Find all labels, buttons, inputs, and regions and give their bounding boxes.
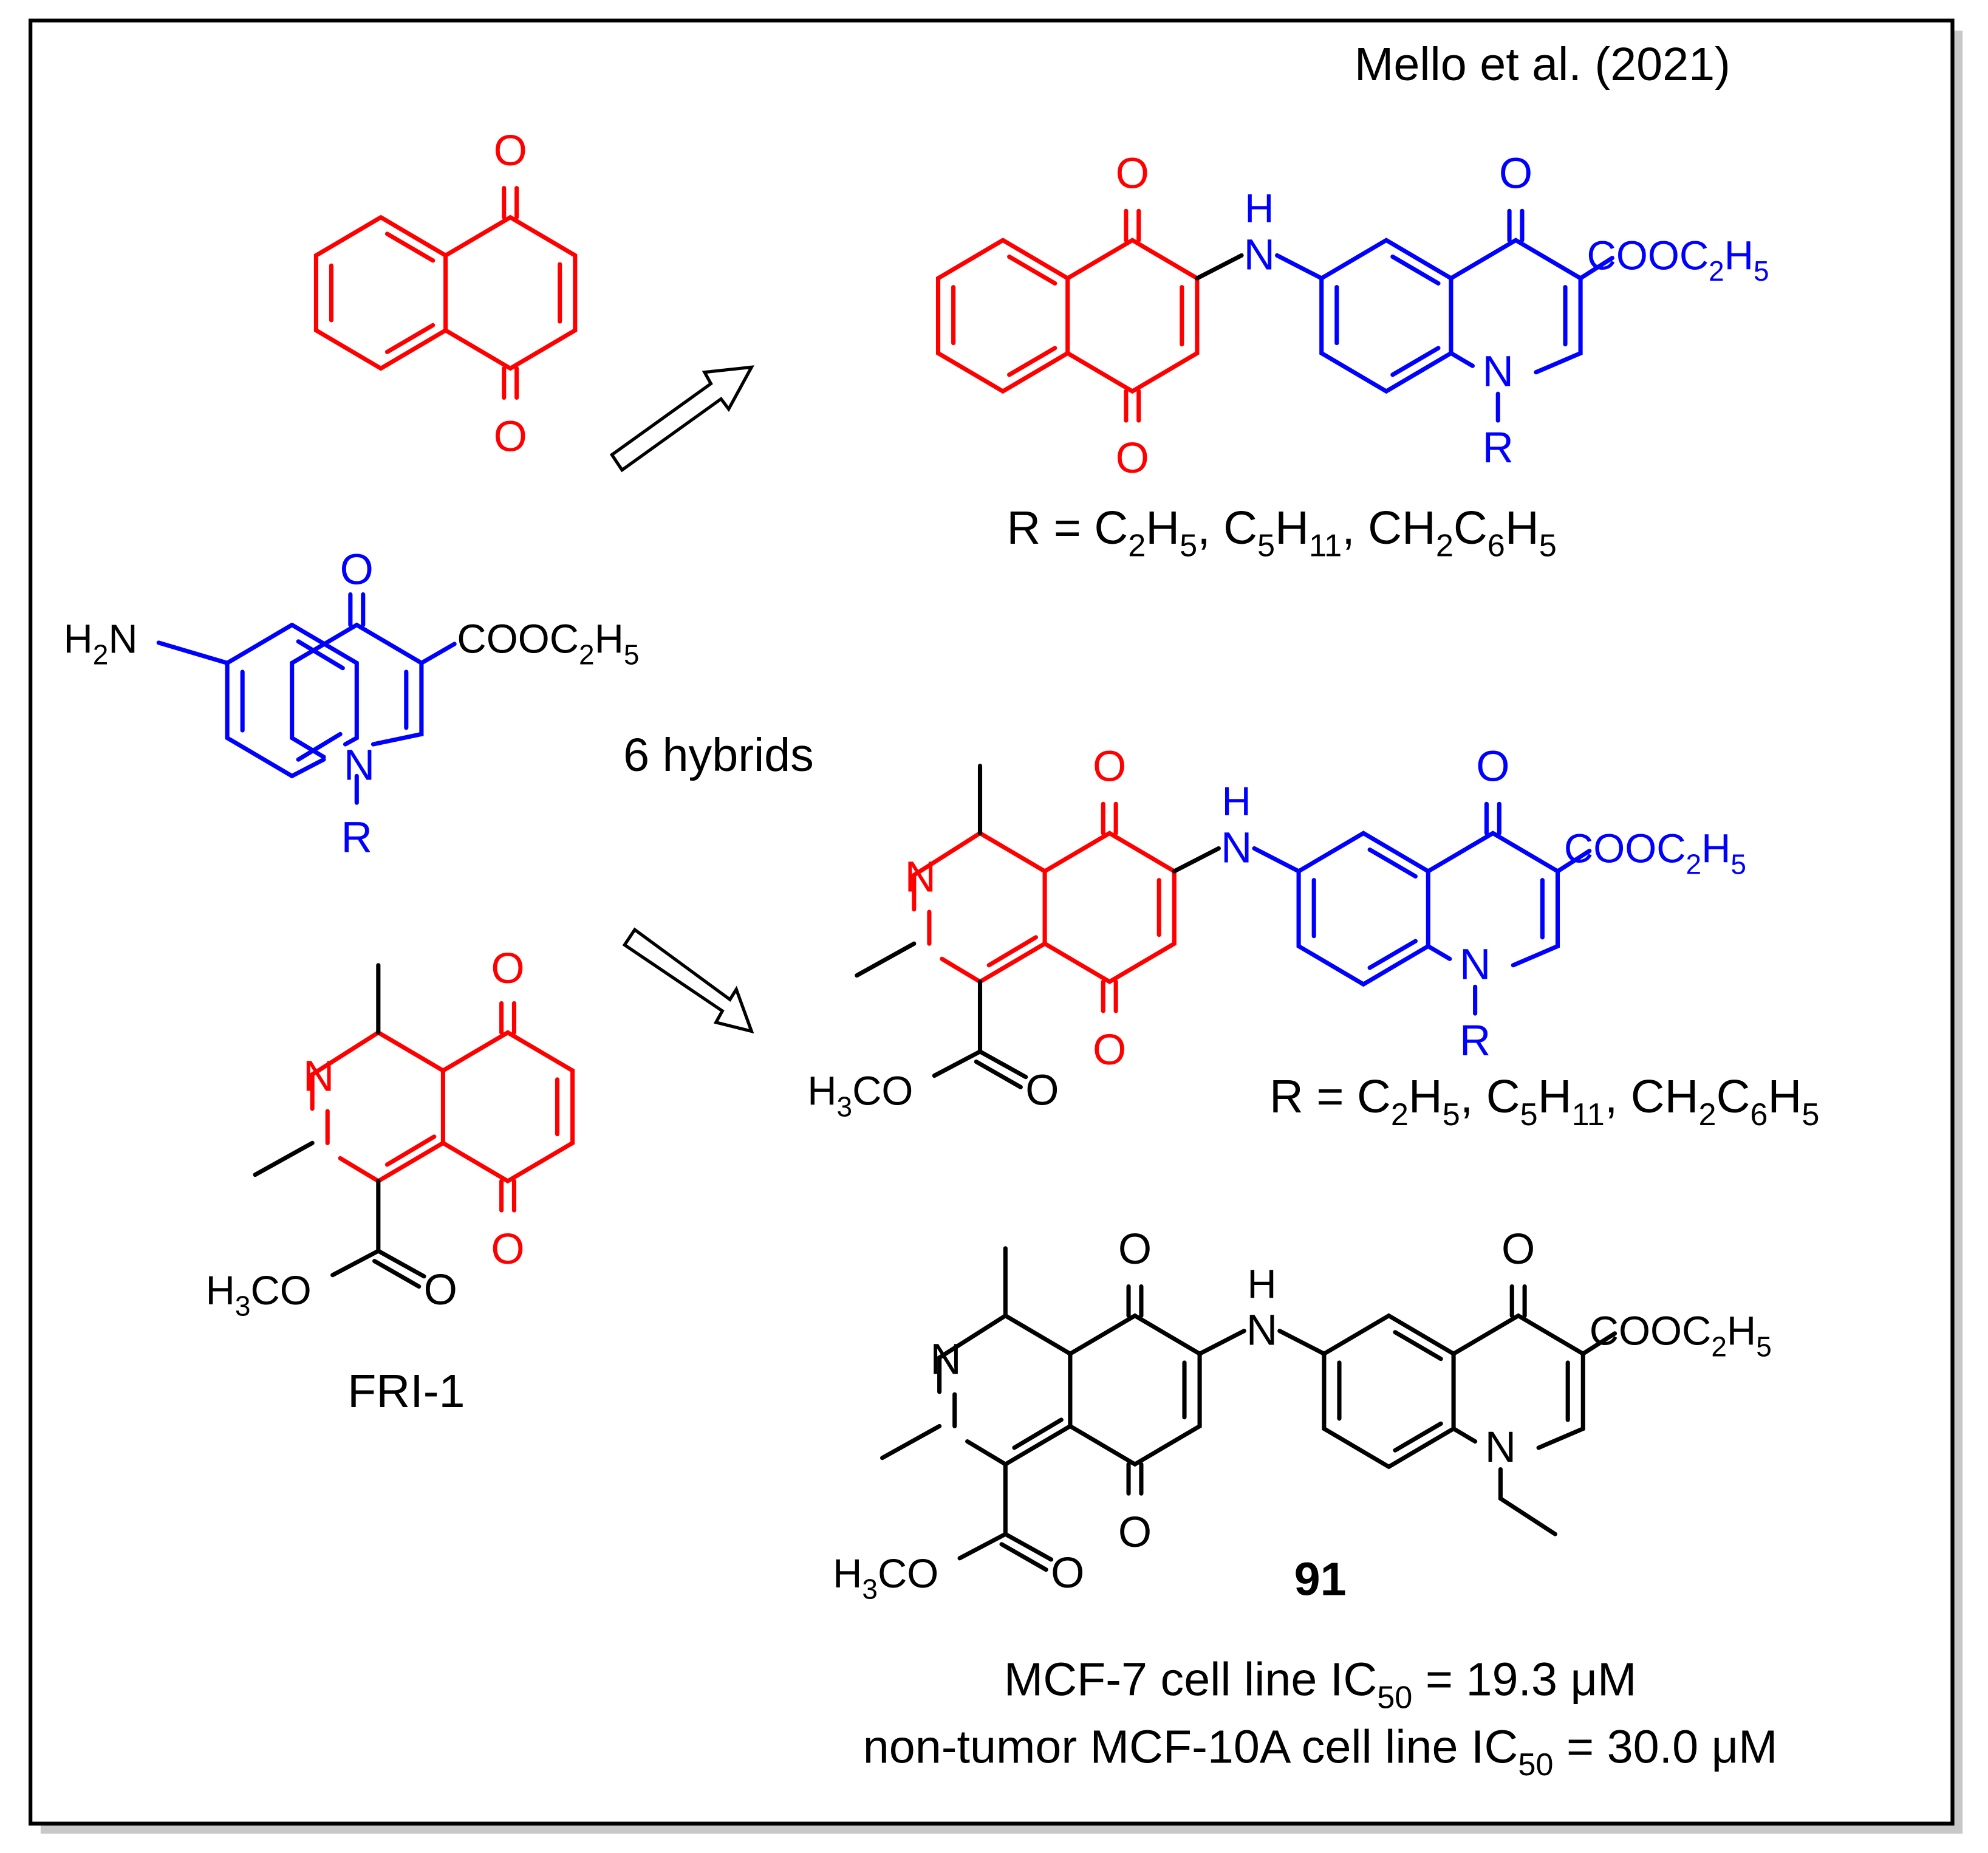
compound-91-quinolone-nitrogen: N: [1485, 1423, 1516, 1471]
naphthoquinone-oxygen-bottom: O: [494, 413, 527, 461]
fri-1-label: FRI-1: [347, 1365, 465, 1417]
isoquinolinequinone-quinolone-hybrid: [855, 764, 1592, 1089]
activity-mcf7: MCF-7 cell line IC50 = 19.3 μM: [1004, 1654, 1637, 1716]
fri-1-structure: [253, 963, 575, 1289]
hybrid2-substituents: R = C2H5, C5H11, CH2C6H5: [1269, 1070, 1819, 1132]
hybrid1-nh-h: H: [1245, 186, 1274, 231]
fri-1-oxygen-top: O: [491, 945, 524, 993]
activity-mcf10a: non-tumor MCF-10A cell line IC50 = 30.0 …: [863, 1721, 1778, 1783]
hybrid1-quinolone-nitrogen: N: [1483, 348, 1514, 396]
aminoquinolone-r-group: R: [341, 814, 372, 862]
compound-91-oxygen-top: O: [1118, 1225, 1152, 1273]
compound-91-isoquinoline-nitrogen: N: [930, 1336, 961, 1384]
ester-group-label: COOC2H5: [457, 617, 639, 671]
hybrid2-r-group: R: [1460, 1017, 1491, 1065]
compound-91-quinolone-oxygen: O: [1501, 1225, 1535, 1273]
fri-1-oxygen-bottom: O: [491, 1225, 524, 1273]
hybrids-count-label: 6 hybrids: [623, 729, 814, 781]
amino-group-label: H2N: [64, 617, 138, 671]
hybrid1-r-group: R: [1483, 424, 1514, 472]
hybrid1-ester-label: COOC2H5: [1587, 233, 1769, 287]
fri-1-carbonyl-oxygen: O: [424, 1266, 457, 1314]
hybrid2-quinolone-nitrogen: N: [1460, 941, 1491, 989]
hybrid2-isoquinoline-nitrogen: N: [905, 854, 936, 902]
compound-91-nh-n: N: [1246, 1307, 1277, 1355]
aminoquinolone-oxygen: O: [340, 546, 374, 594]
hybrid1-substituents: R = C2H5, C5H11, CH2C6H5: [1006, 502, 1556, 564]
citation: Mello et al. (2021): [1354, 38, 1730, 91]
compound-91-structure: [880, 1246, 1617, 1572]
hybrid2-ester-label: COOC2H5: [1564, 826, 1746, 880]
arrow-to-isoquinoline-hybrid: [622, 927, 754, 1034]
compound-91-oxygen-bottom: O: [1118, 1509, 1152, 1557]
naphthoquinone-structure: [313, 186, 578, 400]
frame: [29, 18, 1955, 1826]
compound-91-methoxy-label: H3CO: [833, 1551, 938, 1605]
hybrid2-oxygen-bottom: O: [1093, 1026, 1126, 1074]
hybrid1-oxygen-top: O: [1116, 150, 1149, 198]
compound-91-carbonyl-oxygen: O: [1051, 1549, 1084, 1597]
hybrid2-nh-h: H: [1222, 779, 1251, 824]
fri-1-methoxy-label: H3CO: [206, 1268, 312, 1322]
aminoquinolone-structure: [156, 592, 457, 805]
hybrid2-nh-n: N: [1221, 824, 1252, 872]
arrow-to-naphthoquinone-hybrid: [609, 365, 754, 473]
hybrid2-carbonyl-oxygen: O: [1025, 1067, 1059, 1115]
naphthoquinone-oxygen-top: O: [494, 127, 527, 175]
compound-91-ester-label: COOC2H5: [1590, 1309, 1772, 1363]
hybrid2-quinolone-oxygen: O: [1476, 743, 1509, 791]
fri-1-nitrogen: N: [303, 1053, 334, 1101]
aminoquinolone-nitrogen: N: [344, 742, 375, 790]
naphthoquinone-quinolone-hybrid: [935, 208, 1614, 423]
hybrid2-methoxy-label: H3CO: [807, 1069, 913, 1123]
hybrid1-oxygen-bottom: O: [1116, 434, 1149, 482]
hybrid2-oxygen-top: O: [1093, 743, 1126, 791]
compound-91-nh-h: H: [1247, 1261, 1276, 1307]
hybrid1-nh-n: N: [1244, 231, 1275, 279]
hybrid1-quinolone-oxygen: O: [1499, 150, 1532, 198]
compound-91-label: 91: [1294, 1553, 1347, 1605]
